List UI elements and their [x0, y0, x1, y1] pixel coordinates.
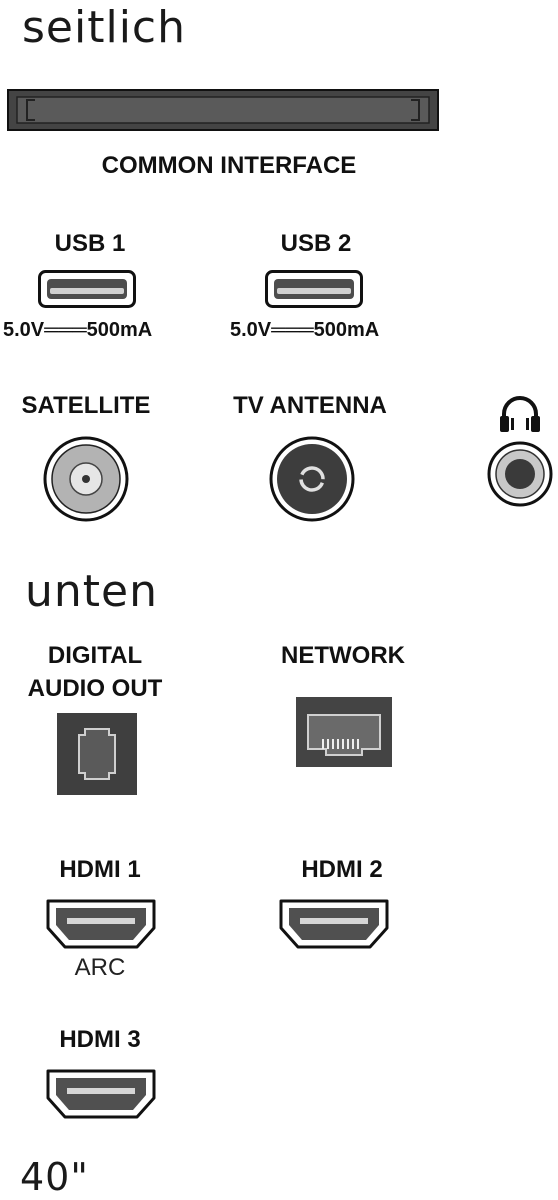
hdmi2-label: HDMI 2 [301, 856, 383, 883]
usb1-port [38, 270, 136, 308]
satellite-connector [42, 435, 130, 523]
ethernet-port [296, 697, 392, 767]
usb2-label: USB 2 [280, 230, 352, 257]
hdmi2-port [278, 898, 390, 950]
hdmi1-label: HDMI 1 [59, 856, 141, 883]
tv-antenna-connector [268, 435, 356, 523]
hdmi3-label: HDMI 3 [59, 1026, 141, 1053]
digital-audio-label-line1: DIGITAL [47, 642, 143, 669]
satellite-label: SATELLITE [21, 392, 151, 419]
optical-audio-port [57, 713, 137, 795]
screen-size-label: 40" [20, 1155, 89, 1199]
hdmi3-port [45, 1068, 157, 1120]
headphone-jack [486, 440, 554, 508]
section-title-bottom: unten [25, 566, 158, 617]
network-label: NETWORK [281, 642, 405, 669]
usb2-spec: 5.0V═══500mA [230, 319, 380, 341]
headphones-icon [497, 394, 543, 434]
hdmi1-arc-label: ARC [74, 954, 126, 981]
usb1-label: USB 1 [54, 230, 126, 257]
hdmi1-port [45, 898, 157, 950]
section-title-side: seitlich [22, 2, 186, 53]
tv-antenna-label: TV ANTENNA [233, 392, 387, 419]
usb2-port [265, 270, 363, 308]
common-interface-label: COMMON INTERFACE [101, 152, 357, 179]
common-interface-slot [7, 89, 439, 131]
usb1-spec: 5.0V═══500mA [3, 319, 153, 341]
digital-audio-label-line2: AUDIO OUT [27, 675, 163, 702]
